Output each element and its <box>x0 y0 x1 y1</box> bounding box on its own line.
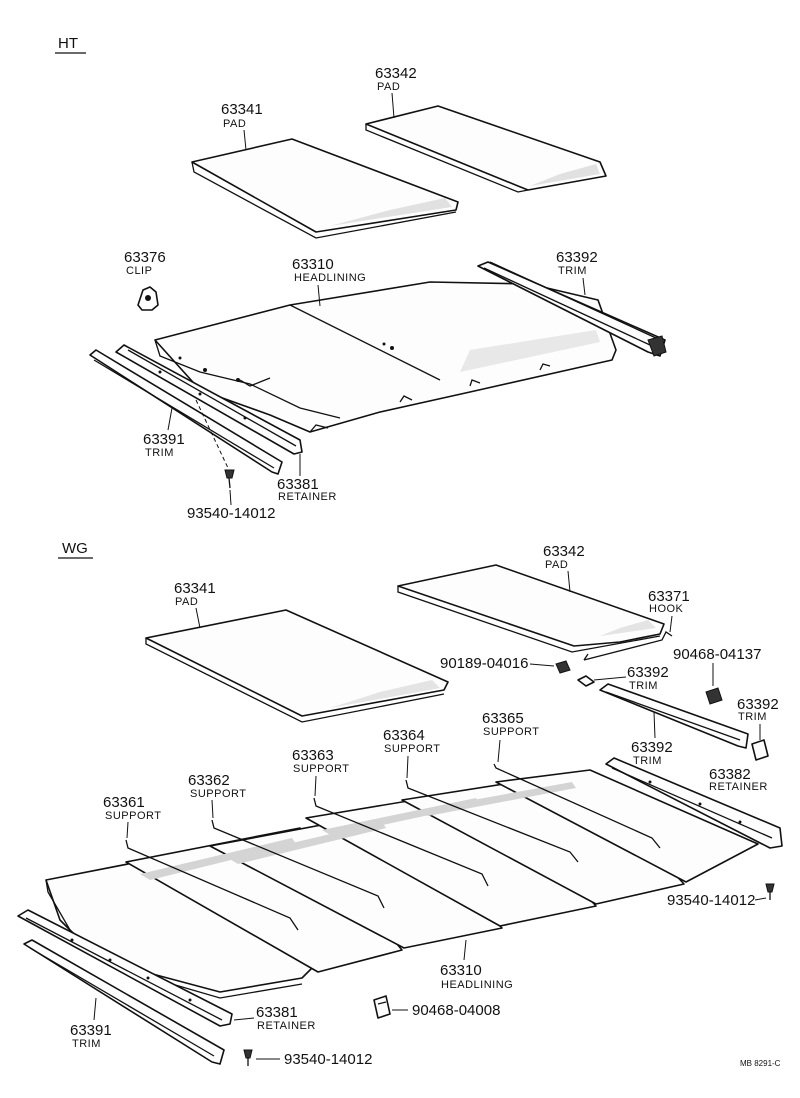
wg-trim-63392-a-name: TRIM <box>629 680 658 692</box>
wg-bolt-90189-number: 90189-04016 <box>440 655 528 672</box>
section-ht: HT 63342 PAD 63341 PAD 63376 CLIP <box>55 35 667 522</box>
wg-support-63363-name: SUPPORT <box>293 763 349 775</box>
wg-pad-63341-number: 63341 <box>174 580 216 597</box>
wg-pad-63342-number: 63342 <box>543 543 585 560</box>
ht-pad-63342: 63342 PAD <box>365 65 607 193</box>
ht-retainer-63381: 63381 RETAINER <box>115 344 337 503</box>
ht-trim-63392-number: 63392 <box>556 249 598 266</box>
ht-clip-63376: 63376 CLIP <box>124 249 166 311</box>
ht-pad-63341-name: PAD <box>223 118 246 130</box>
wg-trim-63392-b: 63392 TRIM <box>737 696 779 761</box>
wg-clip-90468-04008-number: 90468-04008 <box>412 1002 500 1019</box>
wg-pad-63341-name: PAD <box>175 596 198 608</box>
wg-retainer-63382-number: 63382 <box>709 766 751 783</box>
wg-trim-63392-a: 63392 TRIM <box>593 664 669 692</box>
wg-trim-63392-b-number: 63392 <box>737 696 779 713</box>
drawing-code: MB 8291-C <box>740 1059 781 1068</box>
wg-support-63361-name: SUPPORT <box>105 810 161 822</box>
wg-trim-63392-a-number: 63392 <box>627 664 669 681</box>
wg-pad-63342: 63342 PAD <box>397 543 665 653</box>
wg-retainer-63382-name: RETAINER <box>709 781 768 793</box>
wg-support-63364-name: SUPPORT <box>384 743 440 755</box>
wg-trim-63391-number: 63391 <box>70 1022 112 1039</box>
ht-pad-63342-name: PAD <box>377 81 400 93</box>
wg-headlining-63310-number: 63310 <box>440 962 482 979</box>
wg-trim-63391: 63391 TRIM <box>23 939 225 1065</box>
wg-retainer-63381: 63381 RETAINER <box>17 909 316 1032</box>
wg-retainer-63381-number: 63381 <box>256 1004 298 1021</box>
wg-hook-63371: 63371 HOOK <box>583 588 690 661</box>
ht-pad-63341: 63341 PAD <box>191 101 459 239</box>
wg-trim-63392-b-name: TRIM <box>738 711 767 723</box>
section-label-wg: WG <box>62 540 88 557</box>
wg-screw-right: 93540-14012 <box>667 883 775 909</box>
ht-pad-63342-number: 63342 <box>375 65 417 82</box>
wg-support-63363: 63363 SUPPORT <box>292 747 489 887</box>
ht-screw-93540-14012: 93540-14012 <box>187 399 275 522</box>
wg-bolt-90189-04016: 90189-04016 <box>440 655 595 687</box>
wg-screw-right-number: 93540-14012 <box>667 892 755 909</box>
ht-trim-63391-name: TRIM <box>145 447 174 459</box>
ht-screw-number: 93540-14012 <box>187 505 275 522</box>
wg-clip-90468-04137: 90468-04137 <box>673 646 761 705</box>
wg-clip-90468-04008: 90468-04008 <box>373 995 500 1019</box>
wg-support-63364: 63364 SUPPORT <box>383 727 579 863</box>
section-label-ht: HT <box>58 35 78 52</box>
wg-hook-63371-number: 63371 <box>648 588 690 605</box>
ht-trim-63392-name: TRIM <box>558 265 587 277</box>
wg-pad-63341: 63341 PAD <box>145 580 449 723</box>
ht-headlining-63310-name: HEADLINING <box>294 272 366 284</box>
wg-retainer-63382: 63382 RETAINER <box>605 757 783 849</box>
wg-support-63365-number: 63365 <box>482 710 524 727</box>
wg-trim-63391-name: TRIM <box>72 1038 101 1050</box>
wg-screw-bottom: 93540-14012 <box>243 1049 372 1068</box>
ht-trim-63392: 63392 TRIM <box>477 249 667 357</box>
ht-retainer-63381-number: 63381 <box>277 476 319 493</box>
ht-pad-63341-number: 63341 <box>221 101 263 118</box>
ht-clip-63376-name: CLIP <box>126 265 152 277</box>
wg-clip-90468-04137-number: 90468-04137 <box>673 646 761 663</box>
ht-trim-63391: 63391 TRIM <box>89 349 283 475</box>
ht-headlining-63310: 63310 HEADLINING <box>154 256 617 433</box>
wg-hook-63371-name: HOOK <box>649 603 684 615</box>
wg-support-63361-number: 63361 <box>103 794 145 811</box>
wg-support-63362: 63362 SUPPORT <box>188 772 385 909</box>
wg-retainer-63381-name: RETAINER <box>257 1020 316 1032</box>
section-wg: WG 63342 PAD 63371 HOOK 90189-04016 <box>17 540 783 1068</box>
ht-retainer-63381-name: RETAINER <box>278 491 337 503</box>
wg-support-63362-name: SUPPORT <box>190 788 246 800</box>
ht-trim-63391-number: 63391 <box>143 431 185 448</box>
wg-support-63365-name: SUPPORT <box>483 726 539 738</box>
wg-support-63365: 63365 SUPPORT <box>482 710 661 849</box>
wg-support-63361: 63361 SUPPORT <box>103 794 299 931</box>
wg-headlining-63310: 63310 HEADLINING <box>45 769 759 999</box>
wg-headlining-63310-name: HEADLINING <box>441 979 513 991</box>
wg-trim-63392-c: 63392 TRIM <box>599 683 749 767</box>
wg-support-63363-number: 63363 <box>292 747 334 764</box>
ht-clip-63376-number: 63376 <box>124 249 166 266</box>
wg-support-63364-number: 63364 <box>383 727 425 744</box>
wg-screw-bottom-number: 93540-14012 <box>284 1051 372 1068</box>
wg-trim-63392-c-number: 63392 <box>631 739 673 756</box>
wg-trim-63392-c-name: TRIM <box>633 755 662 767</box>
wg-pad-63342-name: PAD <box>545 559 568 571</box>
wg-support-63362-number: 63362 <box>188 772 230 789</box>
ht-headlining-63310-number: 63310 <box>292 256 334 273</box>
